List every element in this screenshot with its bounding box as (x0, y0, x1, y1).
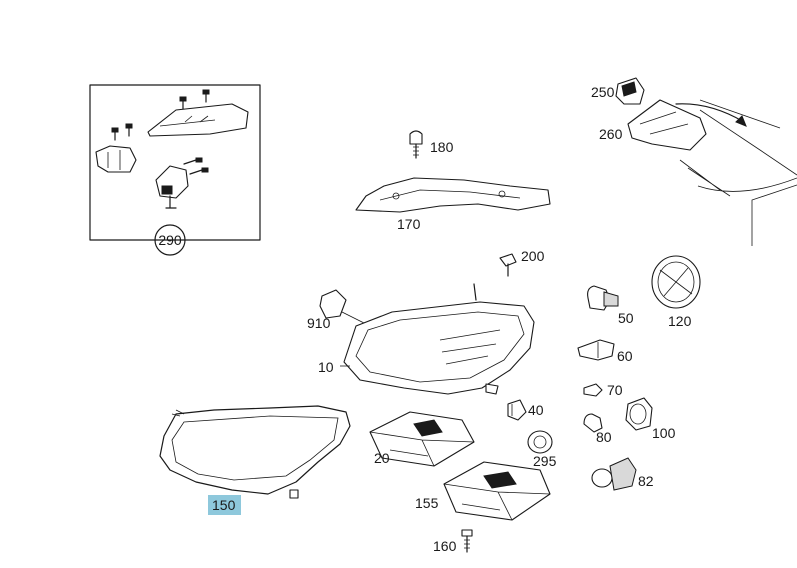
part-82-bulb[interactable] (591, 457, 637, 491)
label-80: 80 (596, 429, 612, 445)
part-50-bulb[interactable] (587, 285, 619, 311)
label-180: 180 (430, 139, 454, 155)
label-150-highlight (208, 495, 241, 515)
label-170: 170 (397, 216, 421, 232)
label-20: 20 (374, 450, 390, 466)
label-150: 150 (212, 497, 236, 513)
part-150-seal[interactable] (159, 405, 351, 499)
part-70-bulb[interactable] (583, 383, 603, 397)
label-100: 100 (652, 425, 676, 441)
part-60-bulb[interactable] (577, 339, 615, 361)
label-120: 120 (668, 313, 692, 329)
part-120-cover[interactable] (651, 255, 701, 309)
part-20-ballast[interactable] (369, 411, 475, 467)
part-80-bulb[interactable] (583, 413, 603, 433)
arrow-to-windshield (675, 103, 745, 123)
arrowhead (735, 115, 747, 127)
repair-kit-inset[interactable] (89, 84, 261, 241)
leader-910 (341, 311, 367, 325)
label-82: 82 (638, 473, 654, 489)
label-250: 250 (591, 84, 615, 100)
part-155-ballast[interactable] (443, 461, 551, 521)
part-260-bracket[interactable] (627, 99, 707, 151)
label-155: 155 (415, 495, 439, 511)
label-910: 910 (307, 315, 331, 331)
part-910-connector[interactable] (319, 289, 347, 319)
label-70: 70 (607, 382, 623, 398)
part-100-socket[interactable] (625, 397, 653, 431)
part-10-headlamp[interactable] (343, 283, 535, 395)
part-180-screw[interactable] (409, 130, 423, 159)
part-250-cap[interactable] (615, 77, 645, 105)
label-295: 295 (533, 453, 557, 469)
part-40-clip[interactable] (507, 399, 527, 421)
label-260: 260 (599, 126, 623, 142)
callout-290[interactable]: 290 (154, 224, 186, 256)
label-290: 290 (158, 232, 182, 248)
label-50: 50 (618, 310, 634, 326)
label-60: 60 (617, 348, 633, 364)
washer-context (679, 99, 797, 246)
label-160: 160 (433, 538, 457, 554)
part-170-bracket[interactable] (355, 177, 551, 213)
label-10: 10 (318, 359, 334, 375)
part-200-clip[interactable] (499, 253, 517, 277)
label-200: 200 (521, 248, 545, 264)
part-295-socket[interactable] (527, 430, 553, 454)
label-40: 40 (528, 402, 544, 418)
part-160-screw[interactable] (461, 529, 473, 553)
